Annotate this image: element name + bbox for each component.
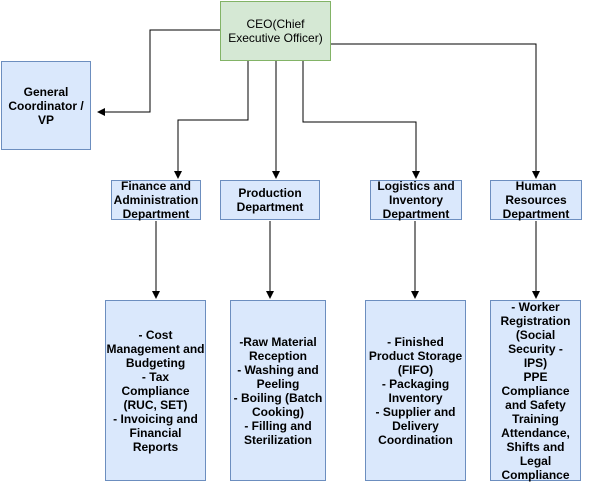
vp-box: General Coordinator / VP <box>1 61 91 150</box>
connector-ceo-hr <box>331 43 540 179</box>
production-department-box: Production Department <box>220 180 320 220</box>
hr-department-box: Human Resources Department <box>490 179 582 221</box>
production-details-box: -Raw Material Reception - Washing and Pe… <box>230 300 326 481</box>
connector-ceo-logistics <box>302 61 420 179</box>
finance-details-box: - Cost Management and Budgeting - Tax Co… <box>105 300 206 481</box>
finance-department-box: Finance and Administration Department <box>111 179 201 221</box>
connector-ceo-vp <box>97 29 220 116</box>
connector-ceo-finance <box>174 61 249 179</box>
logistics-details-box: - Finished Product Storage (FIFO) - Pack… <box>365 300 466 481</box>
logistics-department-box: Logistics and Inventory Department <box>370 179 462 221</box>
ceo-box: CEO(Chief Executive Officer) <box>220 1 331 61</box>
hr-details-box: - Worker Registration (Social Security -… <box>490 300 581 482</box>
